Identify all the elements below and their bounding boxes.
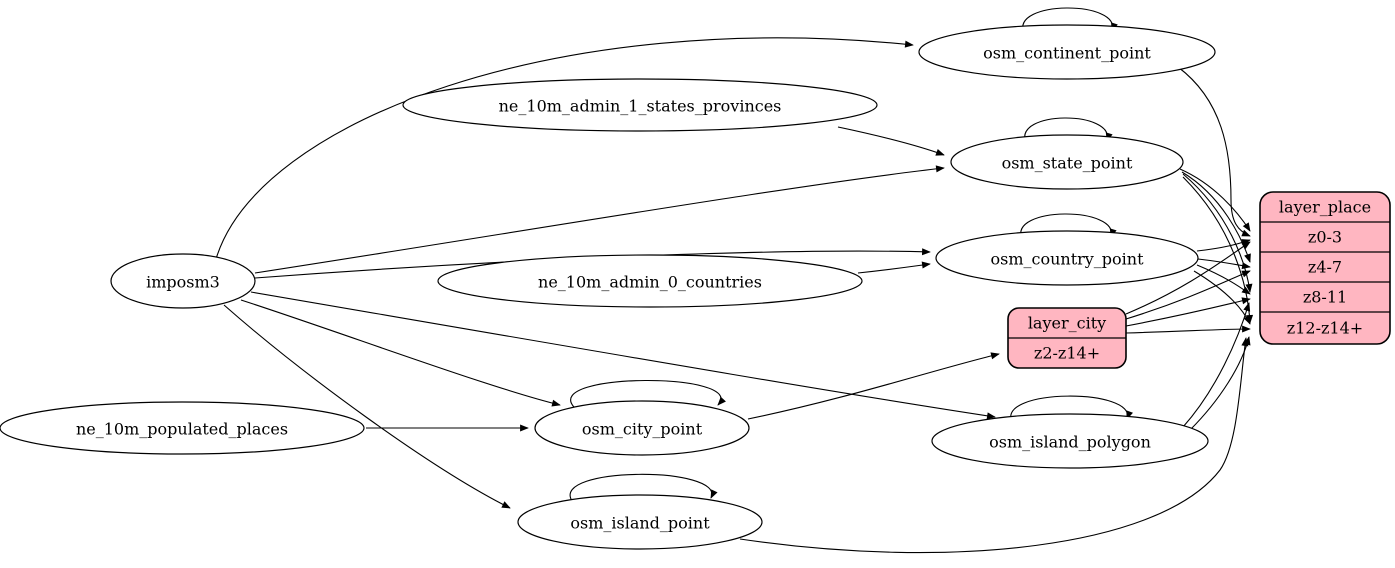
record-row-z4-7: z4-7 <box>1308 258 1342 277</box>
loop-osm-continent-point <box>1022 7 1118 34</box>
record-row-z8-11: z8-11 <box>1303 288 1347 307</box>
edge-osm-state-point-z8-11 <box>1182 173 1253 293</box>
node-osm-island-polygon: osm_island_polygon <box>931 413 1209 469</box>
edge-osm-island-point-z12-z14 <box>739 337 1249 554</box>
loop-osm-island-polygon <box>1010 395 1133 423</box>
edge-imposm3-osm-island-polygon <box>250 291 996 420</box>
loop-osm-city-point <box>570 379 726 408</box>
node-osm-country-point: osm_country_point <box>935 230 1199 286</box>
node-label: ne_10m_admin_0_countries <box>538 273 762 292</box>
loop-osm-country-point <box>1020 213 1117 240</box>
edge-ne-10m-admin-1-osm-state-point <box>837 126 945 156</box>
node-osm-island-point: osm_island_point <box>517 494 763 550</box>
edge-imposm3-osm-island-point <box>223 304 511 509</box>
edge-layer-city-z12-z14 <box>1125 325 1251 334</box>
node-label: osm_state_point <box>1002 154 1133 173</box>
edge-osm-country-point-z0-3 <box>1196 239 1251 252</box>
edge-osm-city-point-layer-city <box>747 352 1000 420</box>
node-imposm3: imposm3 <box>110 253 256 309</box>
node-ne-10m-populated-places: ne_10m_populated_places <box>0 401 365 455</box>
edge-osm-country-point-z4-7 <box>1197 258 1251 270</box>
node-label: ne_10m_admin_1_states_provinces <box>499 97 782 116</box>
record-row-z0-3: z0-3 <box>1308 228 1342 247</box>
node-label: osm_city_point <box>582 420 703 439</box>
node-osm-state-point: osm_state_point <box>950 134 1184 190</box>
edge-layer-city-z8-11 <box>1125 297 1251 327</box>
node-label: osm_continent_point <box>983 44 1151 63</box>
node-ne-10m-admin-1-states-provinces: ne_10m_admin_1_states_provinces <box>402 78 878 132</box>
loop-osm-state-point <box>1024 117 1113 144</box>
node-ellipse <box>534 400 750 456</box>
node-label: osm_country_point <box>990 250 1144 269</box>
edge-osm-country-point-z8-11 <box>1196 264 1251 295</box>
edge-layer-city-z0-3 <box>1125 241 1251 315</box>
node-ne-10m-admin-0-countries: ne_10m_admin_0_countries <box>437 254 863 308</box>
edge-imposm3-osm-state-point <box>254 165 945 274</box>
record-title: layer_city <box>1028 314 1106 333</box>
edge-osm-island-polygon-z12-z14 <box>1189 336 1251 431</box>
node-ellipse <box>437 254 863 308</box>
node-ellipse <box>931 413 1209 469</box>
edge-osm-island-polygon-z8-11 <box>1182 302 1251 428</box>
edge-osm-state-point-z4-7 <box>1181 171 1251 263</box>
node-ellipse <box>0 401 365 455</box>
edge-osm-country-point-z12-z14 <box>1193 270 1251 325</box>
edges <box>215 7 1254 554</box>
edge-osm-continent-point-z0-3 <box>1177 66 1251 237</box>
node-ellipse <box>110 253 256 309</box>
node-ellipse <box>935 230 1199 286</box>
record-layer-city: layer_city z2-z14+ <box>1007 307 1127 369</box>
node-ellipse <box>950 134 1184 190</box>
node-ellipse <box>402 78 878 132</box>
node-label: osm_island_point <box>570 514 710 533</box>
node-osm-continent-point: osm_continent_point <box>918 24 1216 80</box>
node-label: imposm3 <box>146 273 220 292</box>
record-title: layer_place <box>1279 198 1371 217</box>
edge-layer-city-z4-7 <box>1125 270 1251 320</box>
record-layer-place: layer_place z0-3 z4-7 z8-11 z12-z14+ <box>1259 191 1391 345</box>
node-osm-city-point: osm_city_point <box>534 400 750 456</box>
loop-osm-island-point <box>569 473 718 502</box>
node-label: ne_10m_populated_places <box>76 420 288 439</box>
edge-imposm3-osm-city-point <box>240 299 561 407</box>
edge-osm-state-point-z0-3 <box>1179 168 1251 232</box>
node-label: osm_island_polygon <box>989 433 1151 452</box>
record-row-z2-z14: z2-z14+ <box>1034 344 1100 363</box>
node-ellipse <box>918 24 1216 80</box>
record-row-z12-z14: z12-z14+ <box>1287 319 1363 338</box>
record-box <box>1259 191 1391 345</box>
edge-imposm3-osm-continent-point <box>215 37 914 260</box>
edge-ne-10m-admin-0-osm-country-point <box>857 261 931 274</box>
node-ellipse <box>517 494 763 550</box>
